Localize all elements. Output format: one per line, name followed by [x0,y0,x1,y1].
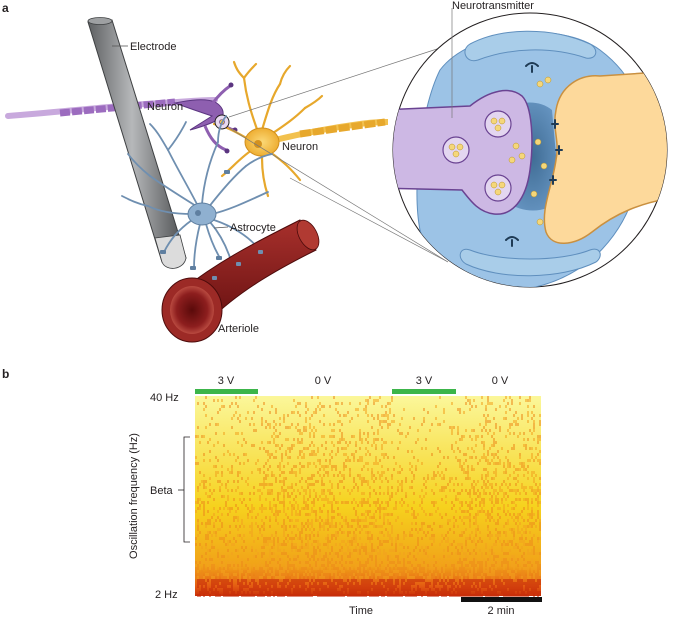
bar-label-4: 0 V [492,375,509,387]
scale-bar [461,597,542,602]
astrocyte-label: Astrocyte [230,222,276,234]
stim-bar-1 [195,389,258,394]
zoom-line-bottom [228,127,449,263]
x-axis-title: Time [349,605,373,617]
bar-label-1: 3 V [218,375,235,387]
y-top-label: 40 Hz [150,392,179,404]
neuron-left-label: Neuron [147,101,183,113]
electrode [87,17,187,269]
arteriole-label: Arteriole [218,323,259,335]
scale-bar-label: 2 min [488,605,515,617]
bar-label-2: 0 V [315,375,332,387]
y-bottom-label: 2 Hz [155,589,178,601]
arteriole [161,219,320,343]
stim-bar-3 [392,389,456,394]
electrode-label: Electrode [130,41,176,53]
synapse-zoom [392,12,668,288]
spectrogram [195,396,541,597]
panel-a-letter: a [2,1,9,15]
yellow-neuron [212,60,389,198]
beta-bracket [183,436,190,543]
beta-label: Beta [150,485,174,497]
y-axis-title: Oscillation frequency (Hz) [128,433,140,559]
panel-b-letter: b [2,367,9,381]
neuron-right-label: Neuron [282,141,318,153]
bar-label-3: 3 V [416,375,433,387]
neurotransmitter-label: Neurotransmitter [452,0,534,12]
zoom-line-top [228,47,441,118]
